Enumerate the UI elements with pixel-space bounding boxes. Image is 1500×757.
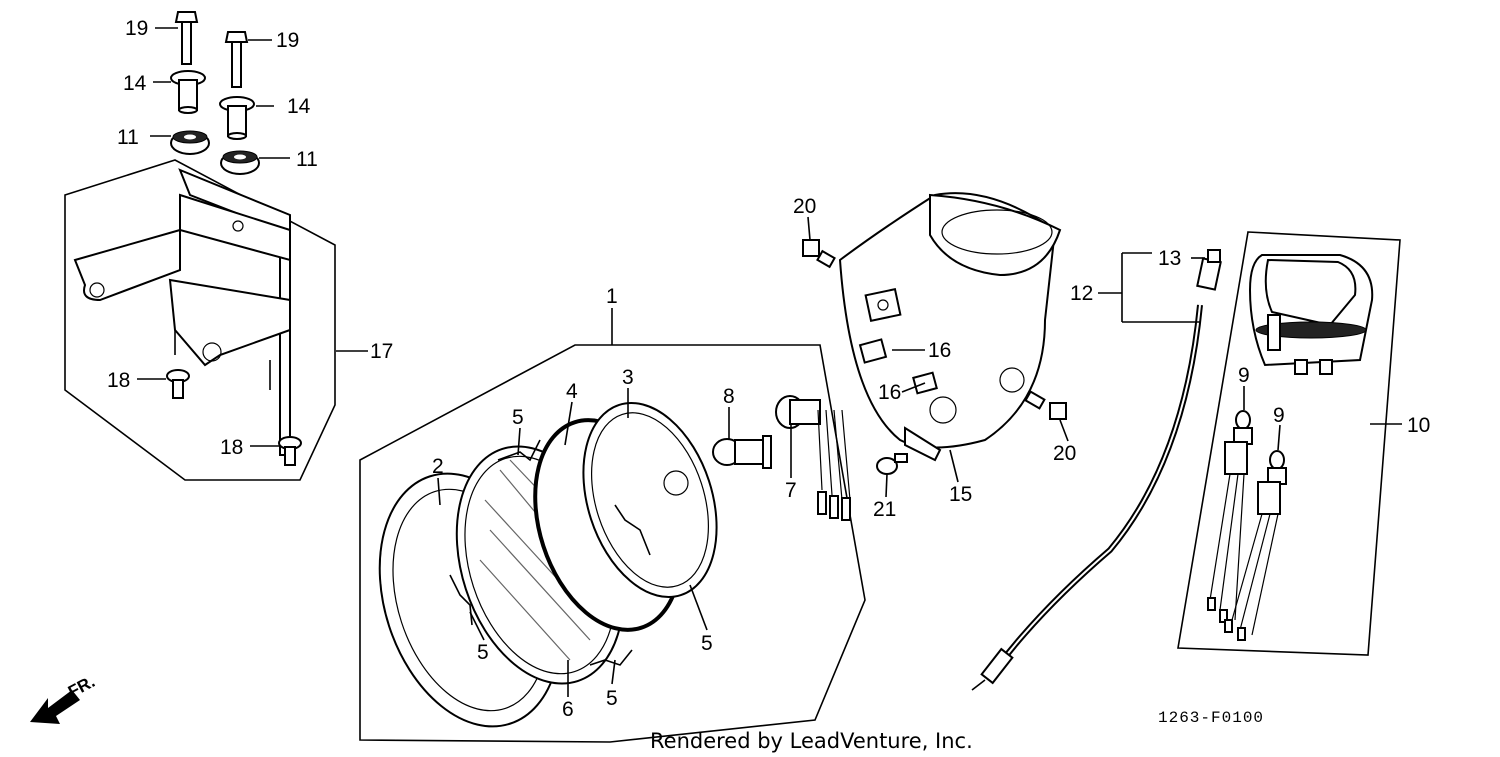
bracket-group (64, 11, 336, 481)
front-arrow-icon (30, 690, 80, 724)
callout-5-right: 5 (701, 632, 713, 655)
collar-14-right[interactable] (219, 96, 255, 140)
headlight-reflector[interactable] (560, 386, 740, 615)
callout-16-lower: 16 (878, 381, 901, 404)
front-direction-indicator: FR. (30, 672, 98, 724)
callout-13: 13 (1158, 247, 1181, 270)
callout-4: 4 (566, 380, 578, 403)
bolt-19-left[interactable] (174, 11, 199, 65)
clip-5-bottom[interactable] (589, 649, 633, 666)
callout-20-upper: 20 (793, 195, 816, 218)
grommet-11-right[interactable] (220, 150, 260, 175)
meter-bulb-socket-9-right[interactable] (1224, 450, 1287, 641)
diagram-code: 1263-F0100 (1158, 709, 1264, 727)
group-outline-10 (1177, 231, 1401, 656)
callout-18-lower: 18 (220, 436, 243, 459)
callout-21: 21 (873, 498, 896, 521)
speedometer-cable[interactable] (971, 249, 1222, 691)
bulb-socket[interactable] (775, 395, 851, 521)
render-credit: Rendered by LeadVenture, Inc. (650, 729, 973, 753)
bolt-20-lower[interactable] (1024, 390, 1067, 420)
callout-16-upper: 16 (928, 339, 951, 362)
bolt-19-right[interactable] (224, 31, 249, 88)
callout-9-left: 9 (1238, 364, 1250, 387)
headlight-bracket[interactable] (73, 168, 291, 456)
callout-19-right: 19 (276, 29, 299, 52)
callout-5-top: 5 (512, 406, 524, 429)
callout-17: 17 (370, 340, 393, 363)
callout-19-left: 19 (125, 17, 148, 40)
callout-2: 2 (432, 455, 444, 478)
screw-21[interactable] (876, 453, 908, 475)
callout-6: 6 (562, 698, 574, 721)
callout-12: 12 (1070, 282, 1093, 305)
callout-14-right: 14 (287, 95, 311, 118)
callout-14-left: 14 (123, 72, 147, 95)
screw-18-lower[interactable] (278, 436, 302, 466)
callout-11-right: 11 (296, 148, 318, 171)
callout-20-lower: 20 (1053, 442, 1076, 465)
clip-5-right[interactable] (614, 504, 651, 556)
callout-3: 3 (622, 366, 634, 389)
callout-5-bottom: 5 (606, 687, 618, 710)
callout-8: 8 (723, 385, 735, 408)
speedometer-group (1177, 231, 1401, 656)
group-outline-17 (64, 159, 336, 481)
case-plate (864, 287, 902, 323)
callout-15: 15 (949, 483, 972, 506)
leader-lines (137, 27, 1402, 697)
headlight-case[interactable] (838, 192, 1062, 462)
speedometer[interactable] (1248, 254, 1374, 375)
screw-18-upper[interactable] (166, 369, 190, 399)
group-outline-1 (359, 344, 866, 743)
headlight-group (359, 344, 866, 743)
case-clip-16-upper[interactable] (858, 338, 888, 364)
callout-11-left: 11 (117, 126, 139, 149)
callouts: 19 19 14 14 11 11 17 18 18 1 2 3 4 5 5 5… (107, 17, 1430, 721)
meter-bulb-socket-9-left[interactable] (1207, 410, 1253, 623)
headlight-bulb[interactable] (712, 435, 772, 469)
clip-5-top[interactable] (497, 439, 541, 462)
bolt-20-upper[interactable] (802, 239, 836, 269)
callout-7: 7 (785, 479, 797, 502)
grommet-11-left[interactable] (170, 130, 210, 155)
callout-1: 1 (606, 285, 618, 308)
callout-18-upper: 18 (107, 369, 130, 392)
callout-5-rim: 5 (477, 641, 489, 664)
callout-9-right: 9 (1273, 404, 1285, 427)
callout-10: 10 (1407, 414, 1430, 437)
collar-14-left[interactable] (170, 70, 206, 114)
